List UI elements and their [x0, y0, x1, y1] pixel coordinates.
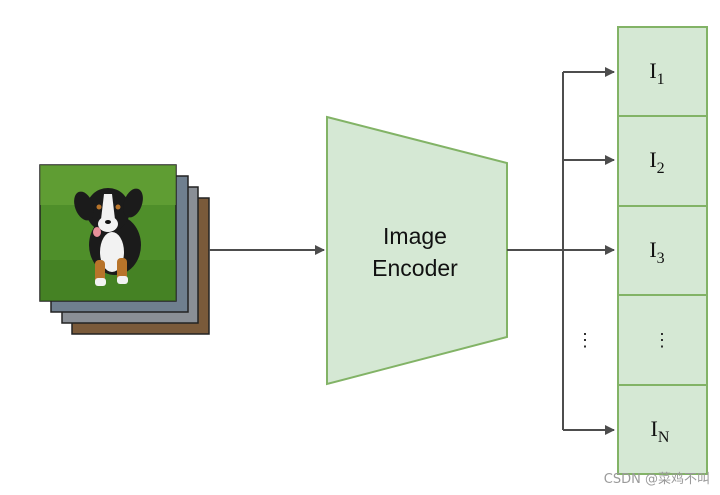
side-ellipsis: ⋮ [576, 330, 594, 351]
branch-connectors: ⋮ [507, 67, 615, 435]
output-box-3 [617, 205, 708, 296]
output-label-3: I3 [649, 237, 664, 267]
image-encoder: Image Encoder [326, 115, 508, 386]
output-embeddings: I1 I2 I3 ⋮ IN [617, 26, 708, 475]
watermark: CSDN @菜鸡不叫 [603, 472, 710, 487]
output-label-2: I2 [649, 147, 664, 177]
dog-photo [39, 164, 177, 302]
output-label-n: IN [651, 416, 670, 446]
output-label-ellipsis: ⋮ [653, 330, 671, 351]
output-label-1: I1 [649, 58, 664, 88]
output-box-n [617, 384, 708, 475]
output-box-1 [617, 26, 708, 117]
encoder-label-line2: Encoder [372, 255, 458, 281]
encoder-label-line1: Image [383, 223, 447, 249]
dog-tongue [93, 227, 101, 237]
encoder-shape [326, 115, 508, 386]
output-box-ellipsis [617, 294, 708, 386]
image-stack [39, 164, 210, 335]
